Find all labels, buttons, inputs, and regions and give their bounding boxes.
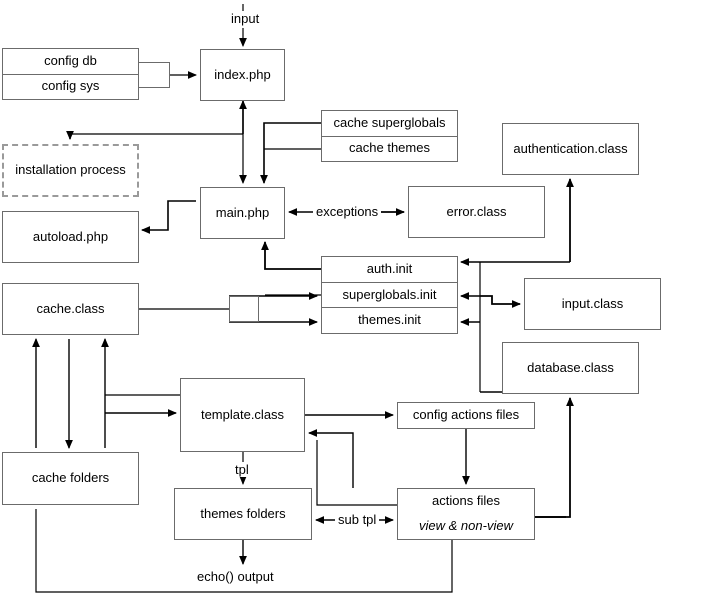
node-superglobals-init-label: superglobals.init: [322, 281, 457, 308]
node-config-sys-label: config sys: [3, 73, 138, 100]
node-themes-init-label: themes.init: [322, 307, 457, 333]
node-index-php[interactable]: index.php: [200, 49, 285, 101]
node-cache-superglobals-label: cache superglobals: [333, 114, 446, 130]
node-main-php-label: main.php: [215, 204, 270, 220]
node-database-class-label: database.class: [527, 359, 614, 375]
sub-tpl-label: sub tpl: [335, 512, 380, 527]
node-main-php[interactable]: main.php: [200, 187, 285, 239]
node-auth-init-label: auth.init: [366, 260, 413, 276]
exceptions-label: exceptions: [313, 204, 382, 219]
node-config-db-label: config db: [44, 52, 97, 68]
node-installation-process[interactable]: installation process: [2, 144, 139, 197]
node-index-php-label: index.php: [214, 66, 271, 82]
node-cache-class-label: cache.class: [36, 300, 105, 316]
node-config-actions-files[interactable]: config actions files: [397, 402, 535, 429]
cache-init-connector-box: [229, 296, 259, 322]
node-actions-files[interactable]: actions files view & non-view: [397, 488, 535, 540]
node-database-class[interactable]: database.class: [502, 342, 639, 394]
node-authentication-class[interactable]: authentication.class: [502, 123, 639, 175]
node-error-class[interactable]: error.class: [408, 186, 545, 238]
node-cache-class[interactable]: cache.class: [2, 283, 139, 335]
node-config[interactable]: config db config sys: [2, 48, 139, 100]
node-template-class-label: template.class: [200, 406, 285, 422]
tpl-label: tpl: [232, 462, 252, 477]
node-config-actions-files-label: config actions files: [412, 407, 520, 423]
node-actions-files-sub-label: view & non-view: [419, 518, 513, 534]
node-installation-process-label: installation process: [15, 162, 126, 178]
node-error-class-label: error.class: [446, 203, 507, 219]
config-connector-box: [139, 62, 170, 88]
input-label: input: [228, 11, 263, 26]
node-themes-folders[interactable]: themes folders: [174, 488, 312, 540]
node-cache-folders[interactable]: cache folders: [2, 452, 139, 505]
node-autoload-php[interactable]: autoload.php: [2, 211, 139, 263]
node-authentication-class-label: authentication.class: [513, 140, 628, 156]
node-cache-folders-label: cache folders: [31, 470, 110, 486]
node-input-class-label: input.class: [561, 295, 624, 311]
node-cache-themes-label: cache themes: [322, 135, 457, 162]
node-actions-files-label: actions files: [432, 493, 500, 509]
node-input-class[interactable]: input.class: [524, 278, 661, 330]
node-template-class[interactable]: template.class: [180, 378, 305, 452]
node-cache-stack[interactable]: cache superglobals cache themes: [321, 110, 458, 162]
node-init-stack[interactable]: auth.init superglobals.init themes.init: [321, 256, 458, 334]
node-autoload-php-label: autoload.php: [32, 228, 109, 244]
node-themes-folders-label: themes folders: [200, 505, 286, 521]
echo-output-label: echo() output: [194, 569, 277, 584]
